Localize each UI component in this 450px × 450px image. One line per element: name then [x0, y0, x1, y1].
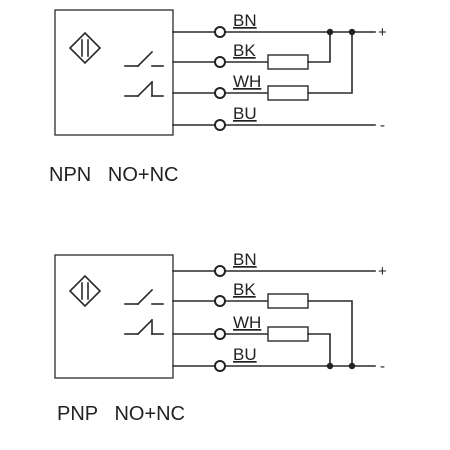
npn-caption: NPN NO+NC [49, 164, 178, 187]
pnp-caption-mode: NO+NC [114, 403, 186, 425]
npn-minus-sign: - [380, 117, 385, 134]
npn-wh-resistor [267, 85, 309, 101]
npn-nc-switch-icon [124, 80, 164, 98]
npn-label-bn: BN [233, 11, 257, 30]
pnp-bk-terminal [214, 295, 226, 307]
pnp-no-switch-icon [124, 288, 164, 306]
pnp-bk-resistor [267, 293, 309, 309]
pnp-bn-terminal [214, 265, 226, 277]
npn-label-bu: BU [233, 104, 257, 123]
npn-diagram: BN BK WH BU + - [54, 9, 387, 136]
pnp-label-bn: BN [233, 250, 257, 269]
npn-bn-terminal [214, 26, 226, 38]
pnp-diagram: BN BK WH BU + - [54, 250, 387, 379]
pnp-nc-switch-icon [124, 318, 164, 336]
pnp-wh-resistor [267, 326, 309, 342]
npn-bk-resistor [267, 54, 309, 70]
pnp-sensor-box [54, 254, 174, 379]
npn-no-switch-icon [124, 50, 164, 68]
npn-label-wh: WH [233, 72, 261, 91]
pnp-wh-terminal [214, 328, 226, 340]
pnp-plus-sign: + [378, 263, 387, 280]
pnp-minus-sign: - [380, 358, 385, 375]
npn-plus-sign: + [378, 24, 387, 41]
npn-bk-terminal [214, 56, 226, 68]
npn-caption-type: NPN [49, 164, 92, 186]
pnp-sensor-symbol-icon [68, 274, 102, 308]
npn-wh-terminal [214, 87, 226, 99]
pnp-label-bu: BU [233, 345, 257, 364]
pnp-label-wh: WH [233, 313, 261, 332]
npn-label-bk: BK [233, 41, 256, 60]
npn-sensor-box [54, 9, 174, 136]
npn-sensor-symbol-icon [68, 31, 102, 65]
pnp-label-bk: BK [233, 280, 256, 299]
pnp-bu-terminal [214, 360, 226, 372]
npn-bu-terminal [214, 119, 226, 131]
pnp-caption: PNP NO+NC [57, 403, 185, 426]
pnp-caption-type: PNP [57, 403, 98, 425]
npn-caption-mode: NO+NC [107, 164, 179, 186]
